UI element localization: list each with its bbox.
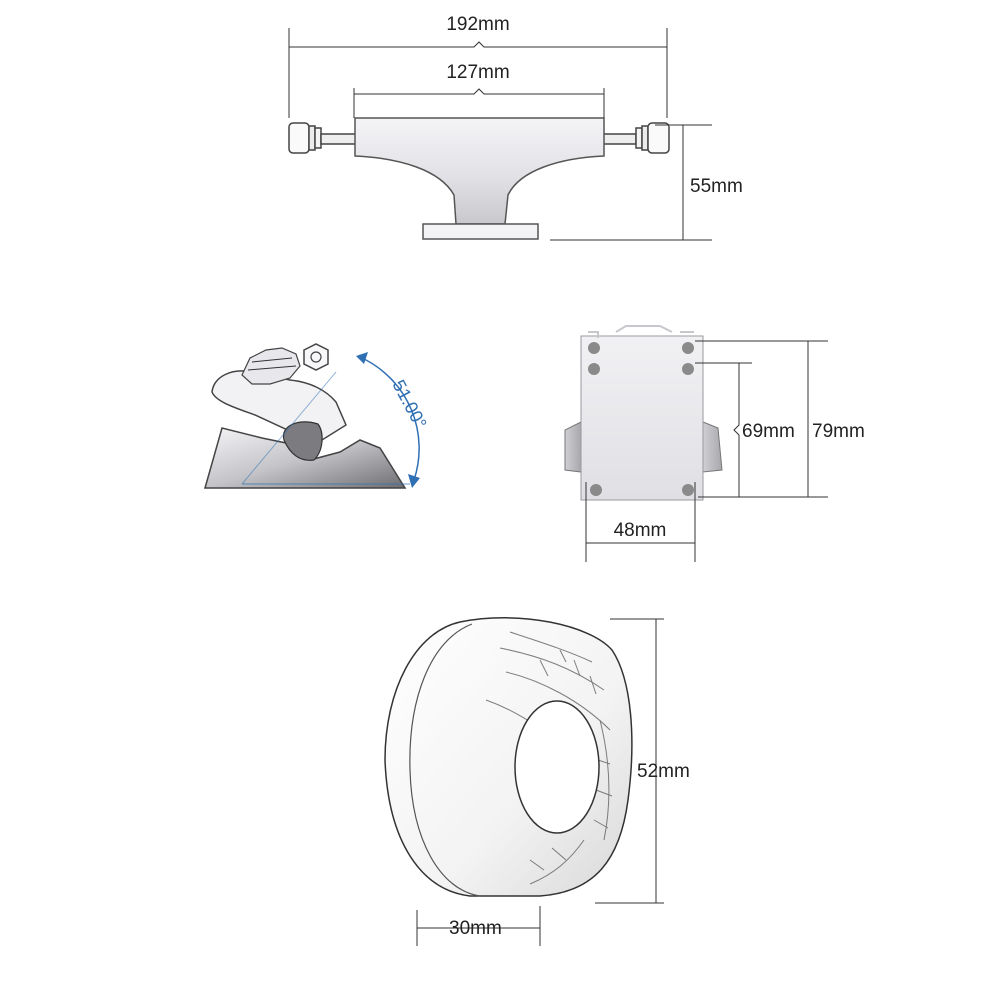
right-washer-1 [635, 127, 643, 149]
right-axle [602, 133, 637, 145]
dim-127mm: 127mm [446, 62, 509, 83]
baseplate-plate [580, 335, 704, 501]
dim-79mm: 79mm [812, 421, 865, 442]
dim-55mm: 55mm [690, 176, 743, 197]
angle-label: 51.00° [388, 376, 430, 432]
angle-arrow-bottom [408, 474, 420, 488]
mount-hole [682, 484, 694, 496]
mount-hole [588, 363, 600, 375]
mount-hole [682, 342, 694, 354]
right-washer-2 [641, 125, 649, 151]
kingpin-nut [303, 343, 329, 371]
wheel-face-edge [409, 623, 481, 897]
right-axle-nut [647, 122, 670, 154]
left-washer-2 [314, 127, 322, 149]
dim-69mm: 69mm [742, 421, 795, 442]
left-washer-1 [308, 125, 316, 151]
angle-arc [361, 357, 420, 481]
left-wing [564, 421, 582, 473]
wheel-view: 52mm 30mm [384, 617, 690, 946]
truck-side-view: 51.00° [204, 343, 431, 489]
truck-front-view: 192mm 127mm 55mm [288, 14, 743, 241]
mount-hole [590, 484, 602, 496]
left-axle [320, 133, 357, 145]
bushing-stack [241, 347, 301, 385]
left-axle-nut [288, 122, 310, 154]
baseplate-top-view: 69mm 79mm 48mm [564, 325, 865, 562]
truck-hanger [354, 117, 605, 225]
angle-arrow-top [356, 352, 368, 364]
truck-baseplate [422, 223, 539, 240]
dim-48mm: 48mm [614, 520, 667, 541]
dim-192mm: 192mm [446, 14, 509, 35]
dim-52mm: 52mm [637, 761, 690, 782]
dim-30mm: 30mm [449, 918, 502, 939]
right-wing [702, 421, 723, 473]
mount-hole [682, 363, 694, 375]
wheel-hub [514, 700, 600, 834]
mount-hole [588, 342, 600, 354]
